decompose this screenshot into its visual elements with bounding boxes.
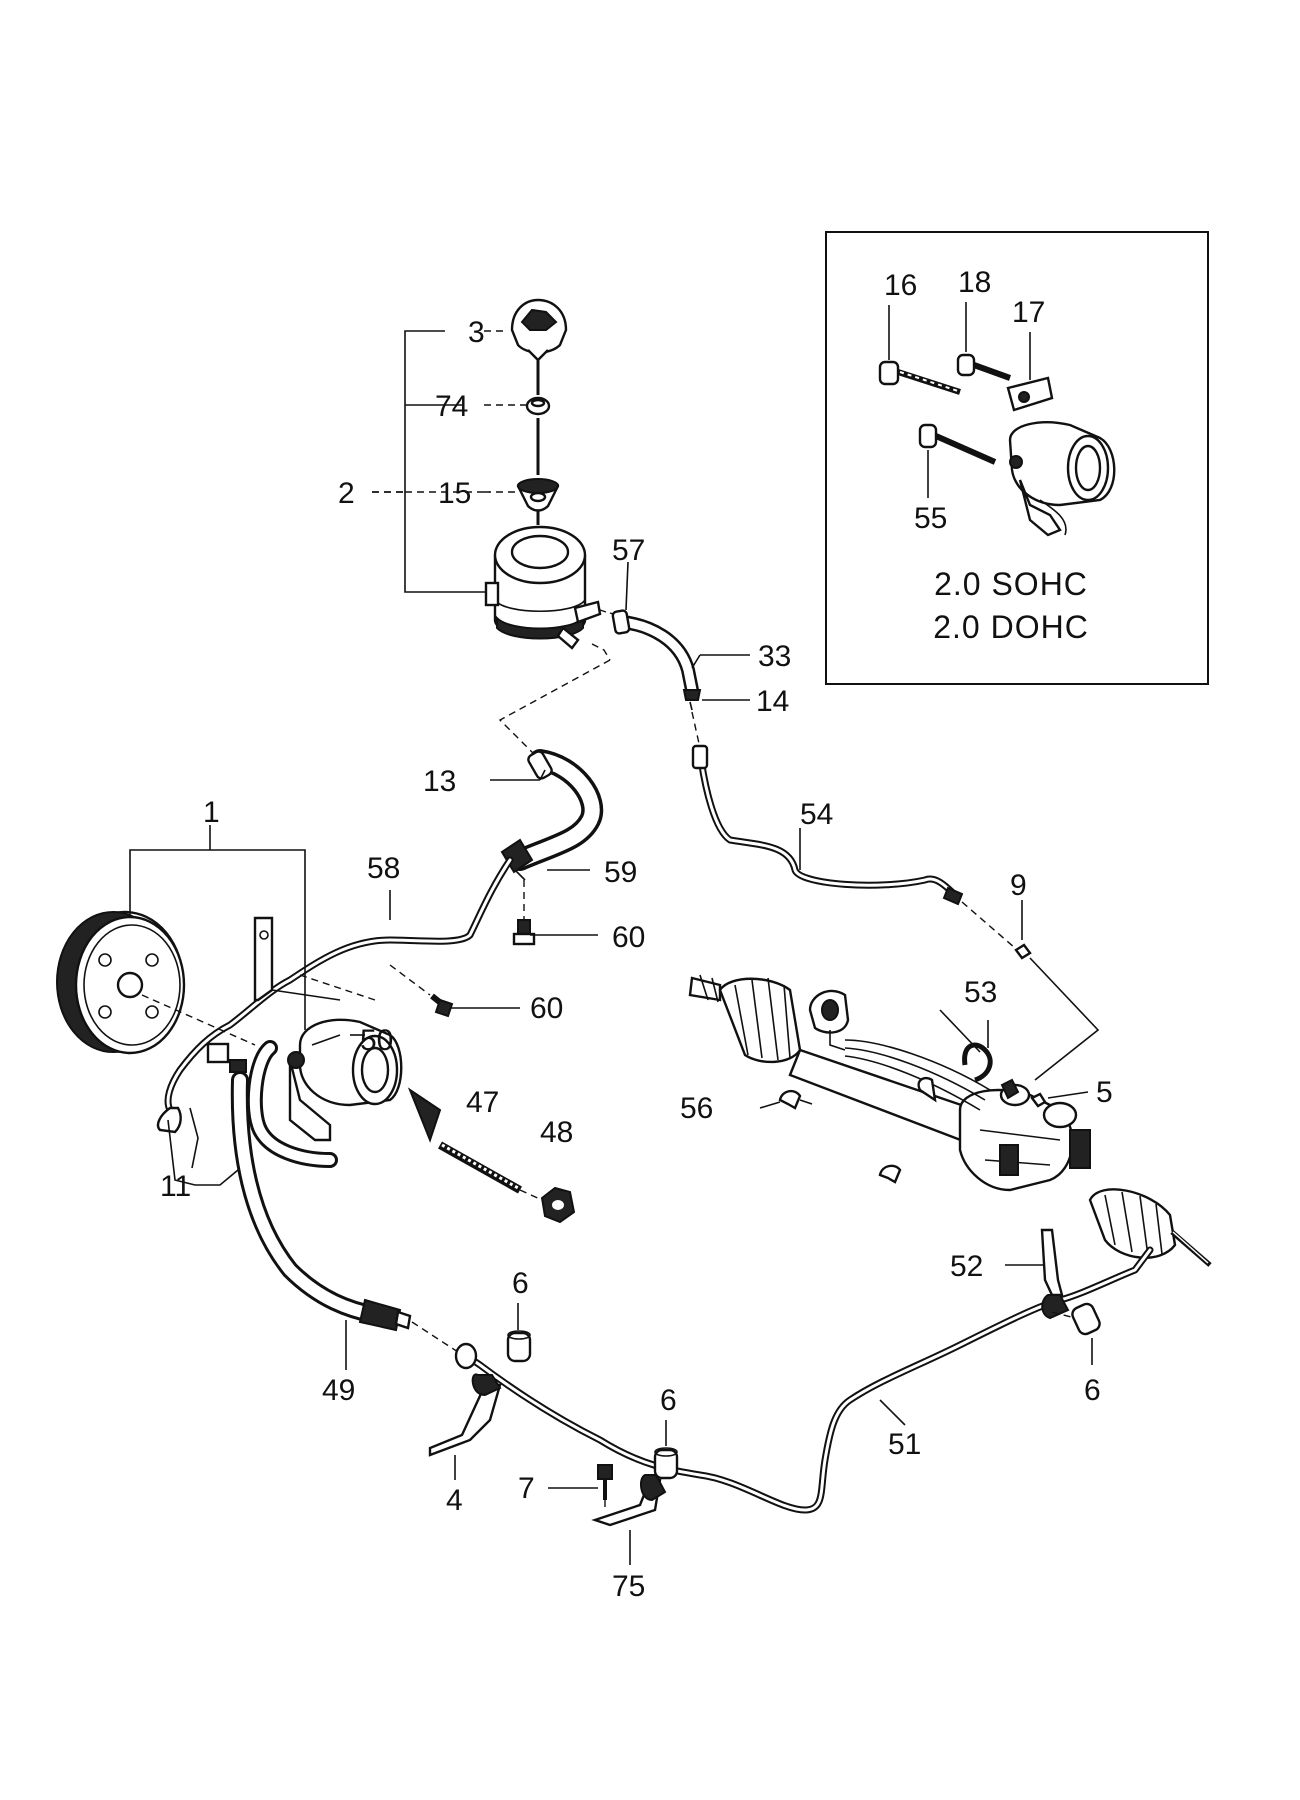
callout-6a: 6 — [512, 1267, 529, 1300]
pressure-pipe-58 — [164, 856, 514, 1114]
callout-labels: 3 74 2 15 57 33 14 13 54 1 58 59 9 60 60… — [160, 266, 1113, 1603]
grommet-6b — [653, 1447, 679, 1480]
bracket-4 — [428, 1373, 502, 1457]
callout-4: 4 — [446, 1484, 463, 1517]
callout-55: 55 — [914, 502, 947, 535]
grommet-6a — [506, 1330, 532, 1363]
callout-33: 33 — [758, 640, 791, 673]
callout-59: 59 — [604, 856, 637, 889]
callout-13: 13 — [423, 765, 456, 798]
callout-6b: 6 — [660, 1384, 677, 1417]
pressure-pipe-51 — [454, 1246, 1154, 1514]
inset-label-line1: 2.0 SOHC — [934, 566, 1088, 602]
bolt-60-upper — [512, 880, 536, 946]
callout-58: 58 — [367, 852, 400, 885]
inset-label-line2: 2.0 DOHC — [933, 609, 1089, 645]
hose-fitting-11 — [156, 1042, 247, 1186]
inset-pump — [1008, 421, 1116, 537]
callout-14: 14 — [756, 685, 789, 718]
callout-48: 48 — [540, 1116, 573, 1149]
callout-7: 7 — [518, 1472, 535, 1505]
cap-seal — [525, 396, 551, 416]
reservoir-group — [372, 298, 602, 650]
callout-18: 18 — [958, 266, 991, 299]
reservoir-cap — [510, 298, 568, 362]
leader-lines — [311, 330, 1093, 1565]
bracket-75 — [591, 1474, 667, 1527]
clip-56 — [778, 1089, 813, 1110]
callout-60-lower: 60 — [530, 992, 563, 1025]
callout-2: 2 — [338, 477, 355, 510]
suction-hose-13 — [509, 749, 604, 871]
callout-51: 51 — [888, 1428, 921, 1461]
callout-5: 5 — [1096, 1076, 1113, 1109]
inset-leaders — [888, 302, 1031, 498]
callout-53: 53 — [964, 976, 997, 1009]
callout-3: 3 — [468, 316, 485, 349]
callout-9: 9 — [1010, 869, 1027, 902]
bolt-60-lower — [389, 964, 454, 1018]
nut-48 — [540, 1186, 576, 1224]
grommet-6c — [1071, 1302, 1101, 1336]
stud-47 — [438, 1141, 543, 1201]
callout-52: 52 — [950, 1250, 983, 1283]
pump-bracket — [253, 916, 376, 1002]
callout-1: 1 — [203, 796, 220, 829]
clip-56b — [878, 1164, 902, 1184]
inset-bolt-16 — [878, 360, 961, 395]
reservoir-strainer — [516, 478, 560, 512]
bracket-52 — [1040, 1228, 1091, 1323]
inset-bolt-55 — [918, 423, 997, 465]
callout-50: 50 — [360, 1024, 393, 1057]
callout-54: 54 — [800, 798, 833, 831]
callout-57: 57 — [612, 534, 645, 567]
inset-bracket-17 — [1006, 376, 1054, 412]
callout-47: 47 — [466, 1086, 499, 1119]
callout-56: 56 — [680, 1092, 713, 1125]
bolt-7 — [597, 1464, 613, 1510]
group-1-bracket — [129, 849, 306, 1030]
pressure-hose-49 — [230, 1040, 459, 1353]
reservoir-body — [484, 525, 602, 650]
callout-75: 75 — [612, 1570, 645, 1603]
engine-variant-inset: 2.0 SOHC 2.0 DOHC — [825, 231, 1209, 685]
callout-6c: 6 — [1084, 1374, 1101, 1407]
washer-9 — [1014, 943, 1100, 1081]
inset-bolt-18 — [956, 353, 1012, 381]
callout-17: 17 — [1012, 296, 1045, 329]
return-pipe-54 — [691, 744, 1016, 949]
pump-pulley — [56, 910, 256, 1055]
return-hose-33 — [611, 609, 702, 749]
callout-15: 15 — [438, 477, 471, 510]
callout-74: 74 — [435, 390, 468, 423]
callout-11: 11 — [160, 1170, 191, 1203]
callout-16: 16 — [884, 269, 917, 302]
callout-49: 49 — [322, 1374, 355, 1407]
callout-60-upper: 60 — [612, 921, 645, 954]
steering-rack — [688, 974, 1212, 1267]
